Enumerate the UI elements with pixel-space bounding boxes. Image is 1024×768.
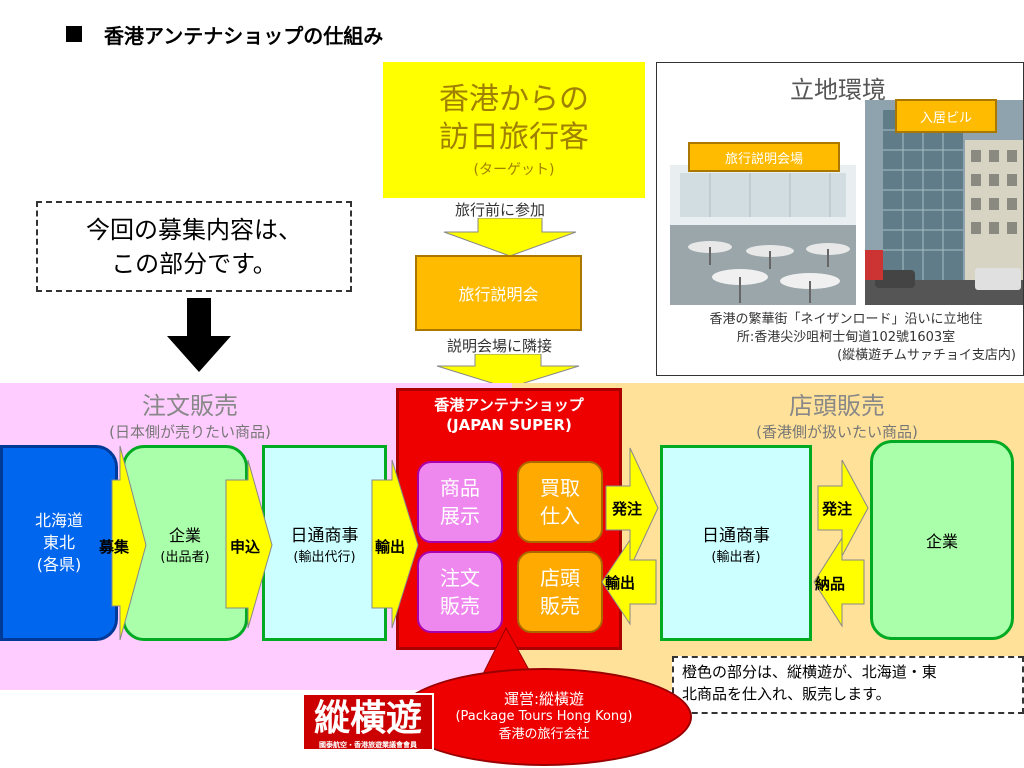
location-text-line3: (縱橫遊チムサァチョイ支店内) <box>837 348 1016 363</box>
briefing-hall-photo <box>670 165 856 305</box>
operator-line3: 香港の旅行会社 <box>498 727 590 742</box>
shop-title-line1: 香港アンテナショップ <box>434 396 584 414</box>
operator-main: 運営:縱橫遊 <box>503 690 585 708</box>
cell-order-line1: 注文 <box>440 566 480 590</box>
building-photo-drawing <box>865 100 1023 305</box>
logo-text: 縱橫遊 <box>313 696 422 739</box>
down-arrow-icon <box>436 354 580 389</box>
nittsu-exporter-node: 日通商事 (輸出者) <box>660 445 812 641</box>
label-adjacent: 説明会場に隣接 <box>447 337 553 355</box>
cell-purchase-line1: 買取 <box>540 476 580 500</box>
company-left-label: 企業 <box>168 525 201 545</box>
logo-small-text: 國泰航空・香港旅遊業議會會員 <box>319 739 417 749</box>
hokkaido-line1: 北海道 <box>34 511 83 530</box>
company-right-node: 企業 <box>870 440 1014 640</box>
shop-cell-display: 商品 展示 <box>417 461 503 543</box>
arrow-export-left-icon <box>371 459 419 629</box>
label-before-trip: 旅行前に参加 <box>455 201 546 219</box>
slide-title: 香港アンテナショップの仕組み <box>104 24 384 48</box>
zongheng-logo: 縱橫遊 國泰航空・香港旅遊業議會會員 <box>302 693 434 751</box>
black-down-arrow-icon <box>167 298 231 372</box>
company-left-sub: (出品者) <box>160 549 210 565</box>
tag-building: 入居ビル <box>895 99 997 133</box>
cell-store-line1: 店頭 <box>540 566 580 590</box>
location-text-line2: 所:香港尖沙咀柯士甸道102號1603室 <box>736 330 956 345</box>
nittsu-right-label: 日通商事 <box>702 526 770 546</box>
hokkaido-line2: 東北 <box>42 533 75 552</box>
briefing-box: 旅行説明会 <box>415 255 582 331</box>
arrow-order-shop-icon <box>605 447 659 569</box>
location-address: 香港の繁華街「ネイザンロード」沿いに立地住 所:香港尖沙咀柯士甸道102號160… <box>668 311 1024 365</box>
label-export-left: 輸出 <box>375 538 406 556</box>
callout-line2: この部分です。 <box>111 249 277 278</box>
arrow-export-right-icon <box>601 538 657 626</box>
cell-display-line2: 展示 <box>440 504 480 528</box>
label-order-company: 発注 <box>822 500 853 518</box>
hokkaido-line3: (各県) <box>36 555 82 574</box>
shop-title: 香港アンテナショップ (JAPAN SUPER) <box>399 391 619 435</box>
cell-display-line1: 商品 <box>440 476 480 500</box>
nittsu-left-sub: (輸出代行) <box>293 550 356 565</box>
target-title-line2: 訪日旅行客 <box>439 120 589 155</box>
title-bullet-icon <box>66 26 82 42</box>
shop-cell-purchase: 買取 仕入 <box>517 461 603 543</box>
right-band-subtitle: (香港側が扱いたい商品) <box>756 423 918 441</box>
note-line2: 北商品を仕入れ、販売します。 <box>682 685 891 703</box>
recruit-callout: 今回の募集内容は、 この部分です。 <box>36 201 352 292</box>
tag-briefing-hall: 旅行説明会場 <box>688 142 840 172</box>
target-title-line1: 香港からの <box>439 82 589 117</box>
nittsu-left-label: 日通商事 <box>290 526 359 546</box>
arrow-deliver-icon <box>813 536 865 628</box>
location-title: 立地環境 <box>790 76 886 104</box>
cell-order-line2: 販売 <box>440 594 480 618</box>
cell-store-line2: 販売 <box>540 594 580 618</box>
target-box: 香港からの 訪日旅行客 (ターゲット) <box>383 62 645 198</box>
operator-ellipse: 運営:縱橫遊 (Package Tours Hong Kong) 香港の旅行会社 <box>396 668 692 766</box>
hall-photo-drawing <box>670 165 856 305</box>
shop-cell-order-sales: 注文 販売 <box>417 551 503 633</box>
shop-title-line2: (JAPAN SUPER) <box>446 416 572 434</box>
label-order-shop: 発注 <box>612 500 643 518</box>
location-text-line1: 香港の繁華街「ネイザンロード」沿いに立地住 <box>709 312 983 327</box>
arrow-order-company-icon <box>817 459 869 557</box>
arrow-apply-icon <box>225 459 273 629</box>
left-band-title: 注文販売 <box>142 392 238 420</box>
orange-note-box: 橙色の部分は、縦横遊が、北海道・東 北商品を仕入れ、販売します。 <box>672 656 1024 714</box>
left-band-subtitle: (日本側が売りたい商品) <box>109 423 271 441</box>
label-export-right: 輸出 <box>605 574 636 592</box>
down-arrow-icon <box>443 218 577 257</box>
shop-cell-store-sales: 店頭 販売 <box>517 551 603 633</box>
note-line1: 橙色の部分は、縦横遊が、北海道・東 <box>682 663 937 681</box>
label-deliver: 納品 <box>815 575 846 593</box>
left-band-header: 注文販売 (日本側が売りたい商品) <box>0 386 380 442</box>
target-subtitle: (ターゲット) <box>473 162 555 178</box>
antenna-shop-box: 香港アンテナショップ (JAPAN SUPER) 商品 展示 買取 仕入 注文 … <box>396 388 622 650</box>
right-band-header: 店頭販売 (香港側が扱いたい商品) <box>650 386 1024 442</box>
arrow-recruit-icon <box>111 445 147 641</box>
cell-purchase-line2: 仕入 <box>540 504 580 528</box>
label-recruit: 募集 <box>99 538 130 556</box>
label-apply: 申込 <box>230 538 261 556</box>
nittsu-right-sub: (輸出者) <box>711 550 761 565</box>
operator-line2: (Package Tours Hong Kong) <box>455 709 633 724</box>
building-photo <box>865 100 1023 305</box>
right-band-title: 店頭販売 <box>789 392 885 420</box>
callout-line1: 今回の募集内容は、 <box>86 215 302 244</box>
